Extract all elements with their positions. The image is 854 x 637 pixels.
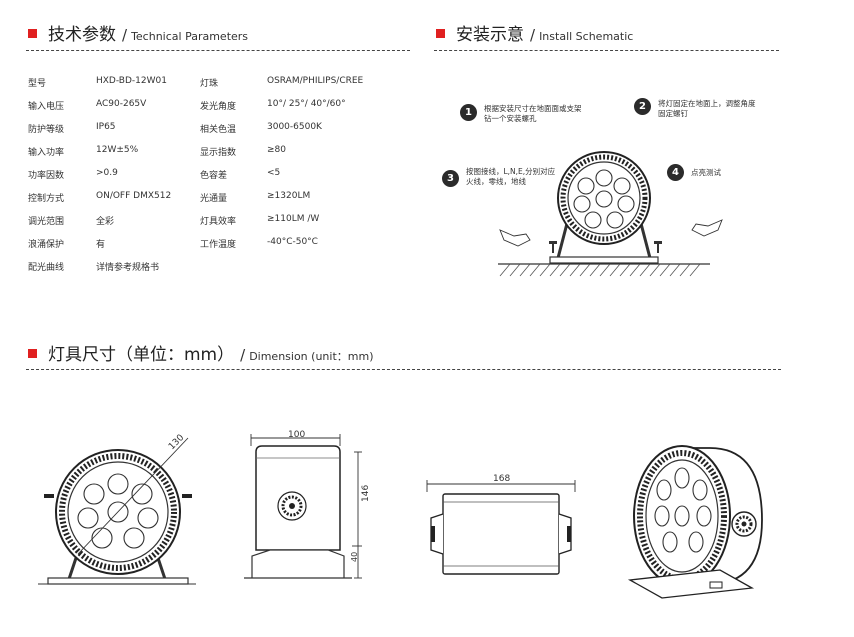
knob-icon (741, 521, 747, 527)
spec-label: 显示指数 (200, 148, 237, 158)
step-4-badge: 4 (667, 164, 684, 181)
tech-title-cn: 技术参数 (48, 25, 116, 45)
spec-label: 配光曲线 (28, 263, 65, 273)
screw-icon (549, 241, 662, 253)
step-3-text: 按图接线，L,N,E,分别对应 火线，零线，地线 (466, 167, 556, 186)
spec-label: 输入功率 (28, 148, 65, 158)
side-view-drawing: 100 146 40 (244, 430, 371, 579)
step-4-text: 点亮测试 (691, 168, 721, 177)
step-2-text: 将灯固定在地面上，调整角度 固定螺钉 (658, 99, 756, 118)
spec-value: OSRAM/PHILIPS/CREE (267, 76, 364, 86)
spec-value: IP65 (96, 122, 116, 132)
tech-title-en: Technical Parameters (131, 30, 249, 43)
red-square-icon (28, 29, 37, 38)
spec-value: >0.9 (96, 168, 118, 178)
bracket-knob-icon (44, 494, 192, 498)
dim-base-label: 40 (350, 552, 359, 562)
spec-label: 调光范围 (28, 217, 65, 227)
tech-divider (26, 50, 410, 51)
spec-label: 功率因数 (28, 171, 65, 181)
install-illustration (498, 151, 723, 277)
spec-value: ON/OFF DMX512 (96, 191, 172, 201)
base-plate (627, 569, 755, 599)
spec-value: HXD-BD-12W01 (96, 76, 167, 86)
perspective-view-drawing (627, 445, 763, 599)
spec-value: 全彩 (96, 217, 115, 227)
dim-length-label: 168 (493, 474, 510, 484)
dim-height-label: 146 (361, 485, 371, 502)
spec-value: <5 (267, 168, 281, 178)
led-array (77, 473, 159, 549)
tech-header: 技术参数 / Technical Parameters (28, 20, 248, 45)
spec-value: AC90-265V (96, 99, 147, 109)
red-square-icon (436, 29, 445, 38)
top-body (442, 493, 560, 575)
front-view-drawing: 130 (38, 433, 196, 585)
install-title-en: Install Schematic (539, 30, 634, 43)
dimension-title-en: Dimension (unit：mm) (249, 350, 374, 363)
spec-label: 控制方式 (28, 194, 65, 204)
spec-value: 3000-6500K (267, 122, 322, 132)
spec-label: 工作温度 (200, 240, 237, 250)
install-header: 安装示意 / Install Schematic (436, 20, 633, 45)
spec-value: ≥110LM /W (267, 214, 320, 224)
step-1-badge: 1 (460, 104, 477, 121)
spec-label: 型号 (28, 79, 47, 89)
spec-value: 12W±5% (96, 145, 139, 155)
dimension-title-sep: / (240, 346, 246, 364)
bracket-knob-icon (431, 526, 435, 542)
spec-value: ≥1320LM (267, 191, 311, 201)
tech-title-sep: / (122, 26, 128, 44)
spec-label: 输入电压 (28, 102, 65, 112)
spec-label: 浪涌保护 (28, 240, 65, 250)
spec-value: 有 (96, 240, 106, 250)
led-array (654, 467, 712, 553)
hand-icon (499, 219, 723, 247)
knob-icon (289, 503, 295, 509)
install-title-sep: / (530, 26, 536, 44)
dimension-divider (26, 369, 781, 370)
spec-label: 防护等级 (28, 125, 65, 135)
spec-label: 相关色温 (200, 125, 237, 135)
spec-label: 光通量 (200, 194, 228, 204)
install-divider (434, 50, 779, 51)
spec-value: ≥80 (267, 145, 286, 155)
spec-label: 色容差 (200, 171, 228, 181)
ground-hatch (499, 263, 701, 277)
dim-diameter-label: 130 (167, 433, 186, 452)
dimension-title-cn: 灯具尺寸（单位：mm） (48, 345, 235, 365)
base-plate (549, 256, 659, 264)
step-2-badge: 2 (634, 98, 651, 115)
spec-value: -40°C-50°C (267, 237, 318, 247)
spec-value: 10°/ 25°/ 40°/60° (267, 99, 346, 109)
top-view-drawing: 168 (426, 474, 576, 575)
spec-value: 详情参考规格书 (96, 263, 160, 273)
step-3-badge: 3 (442, 170, 459, 187)
spec-label: 发光角度 (200, 102, 237, 112)
red-square-icon (28, 349, 37, 358)
step-1-text: 根据安装尺寸在地面面或支架 钻一个安装螺孔 (484, 104, 582, 123)
install-title-cn: 安装示意 (456, 25, 524, 45)
dimension-header: 灯具尺寸（单位：mm） / Dimension (unit：mm) (28, 340, 373, 365)
led-array (573, 169, 635, 229)
spec-label: 灯珠 (200, 79, 219, 89)
dim-width-label: 100 (288, 430, 305, 440)
spec-label: 灯具效率 (200, 217, 237, 227)
